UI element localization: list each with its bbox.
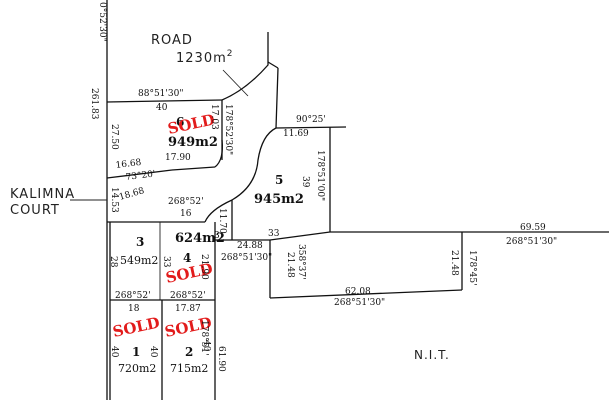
street-name-line2: COURT <box>10 203 60 218</box>
dim-268-52-a: 268°52' <box>168 197 204 207</box>
dim-west-top: 261.83 <box>89 88 99 120</box>
dim-73-20: 73°20' <box>125 169 156 183</box>
dim-18: 18 <box>128 304 140 314</box>
dim-268-52-b: 268°52' <box>115 291 151 301</box>
dim-358-37: 358°37' <box>296 244 306 280</box>
road-north-edge <box>221 32 269 101</box>
dim-40-l1b: 40 <box>148 346 158 358</box>
boundary-lines <box>70 0 609 400</box>
road-east-edge <box>204 67 279 223</box>
dim-88: 88°51'30" <box>138 89 183 99</box>
dim-21-48-a: 21.48 <box>285 252 295 278</box>
road-corner <box>267 61 279 69</box>
road-leader <box>222 69 249 97</box>
dim-3: 3 <box>214 231 220 241</box>
lot6-north-line <box>106 99 223 103</box>
dim-268-51-c: 268°51'30" <box>506 237 557 247</box>
street-name-line1: KALIMNA <box>10 187 75 202</box>
dim-39: 39 <box>300 176 310 188</box>
lot4-number: 4 <box>183 251 191 265</box>
lot3-number: 3 <box>136 235 144 249</box>
lot5-south-line <box>269 231 331 241</box>
lot6-south-line-b <box>171 166 216 171</box>
lot6-south-line-a <box>106 169 173 179</box>
dim-11-69: 11.69 <box>283 129 309 139</box>
dim-33: 33 <box>268 229 280 239</box>
dim-17-03: 17.03 <box>209 104 219 130</box>
nit-label: N.I.T. <box>414 348 450 362</box>
dim-178-52: 178°52'30" <box>223 104 233 155</box>
dim-268-52-c: 268°52' <box>170 291 206 301</box>
lot4-area: 624m2 <box>175 231 225 246</box>
lot1-number: 1 <box>132 345 140 359</box>
dim-268-51-b: 268°51'30" <box>334 298 385 308</box>
lot5-north-line <box>275 126 347 129</box>
dim-178-51: 178°51' <box>199 320 209 356</box>
dim-18-68: 18.68 <box>118 186 146 203</box>
dim-40-l1a: 40 <box>109 346 119 358</box>
dim-16-68: 16.68 <box>115 158 142 171</box>
dim-40-top: 40 <box>156 103 168 113</box>
dim-40-l2: 40 <box>201 340 211 352</box>
lot6-area: 949m2 <box>168 135 218 150</box>
dim-17-87: 17.87 <box>175 304 201 314</box>
dim-90-25: 90°25' <box>296 115 326 125</box>
dim-24-88: 24.88 <box>237 241 263 251</box>
dim-16: 16 <box>180 209 192 219</box>
dim-33-v: 33 <box>161 256 171 268</box>
dim-178-51-00: 178°51'00" <box>315 150 325 201</box>
dim-28: 28 <box>108 256 118 268</box>
dim-268-51-a: 268°51'30" <box>221 253 272 263</box>
lot6-number: 6 <box>176 115 184 129</box>
dim-21-48-b: 21.48 <box>449 250 459 276</box>
dim-27-50: 27.50 <box>109 124 119 150</box>
dim-178-45: 178°45' <box>467 250 477 286</box>
lot2-area: 715m2 <box>170 362 208 375</box>
lot5-area: 945m2 <box>254 192 304 207</box>
lot1-area: 720m2 <box>118 362 156 375</box>
road-cul-de-sac-west <box>214 139 223 168</box>
road-area: 1230m2 <box>176 49 233 66</box>
dim-61-90: 61.90 <box>216 346 226 372</box>
lot2-number: 2 <box>185 345 193 359</box>
dim-69-59: 69.59 <box>520 223 546 233</box>
dim-62-08: 62.08 <box>345 287 371 297</box>
dim-14-53: 14.53 <box>109 187 119 213</box>
road-label: ROAD <box>151 33 193 48</box>
dim-bearing-top: 0°52'30" <box>97 2 107 42</box>
lot5-number: 5 <box>275 173 283 187</box>
east-boundary-bottom <box>269 289 463 299</box>
sold-stamp-lot6: SOLD <box>166 110 216 137</box>
lot3-area: 549m2 <box>120 254 158 267</box>
dim-11-70: 11.70 <box>217 208 227 234</box>
dim-17-90: 17.90 <box>165 153 191 163</box>
dim-21-90: 21.90 <box>199 254 209 280</box>
sold-stamp-lot1: SOLD <box>111 313 161 340</box>
